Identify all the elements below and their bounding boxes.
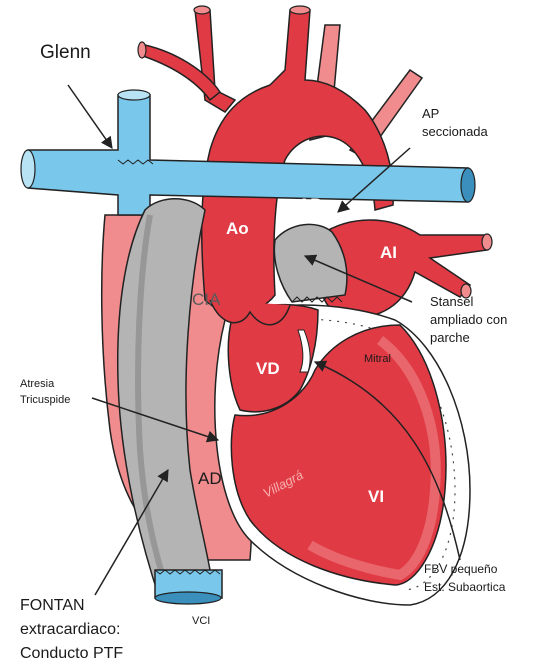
label-fontan-3: Conducto PTF [20, 645, 123, 662]
label-fbv-1: FBV pequeño [424, 562, 498, 576]
label-vi: VI [368, 487, 384, 506]
label-stansel-2: ampliado con [430, 312, 507, 327]
label-vd: VD [256, 359, 280, 378]
label-ao: Ao [226, 219, 249, 238]
label-ad: AD [198, 469, 222, 488]
label-glenn: Glenn [40, 42, 91, 63]
label-fontan-1: FONTAN [20, 597, 85, 614]
glenn-arrow-icon [68, 85, 112, 148]
label-vci: VCI [192, 615, 210, 627]
label-cia: CIA [192, 290, 221, 309]
label-ap: AP [298, 195, 322, 214]
label-fontan-2: extracardiaco: [20, 621, 121, 638]
label-stansel-1: Stansel [430, 294, 473, 309]
label-ap-seccionada-2: seccionada [422, 124, 489, 139]
label-stansel-3: parche [430, 330, 470, 345]
label-ai: AI [380, 243, 397, 262]
label-ap-seccionada-1: AP [422, 106, 439, 121]
label-atresia-2: Tricuspide [20, 394, 70, 406]
label-mitral: Mitral [364, 353, 391, 365]
label-atresia-1: Atresia [20, 378, 55, 390]
label-fbv-2: Est. Subaortica [424, 580, 506, 594]
